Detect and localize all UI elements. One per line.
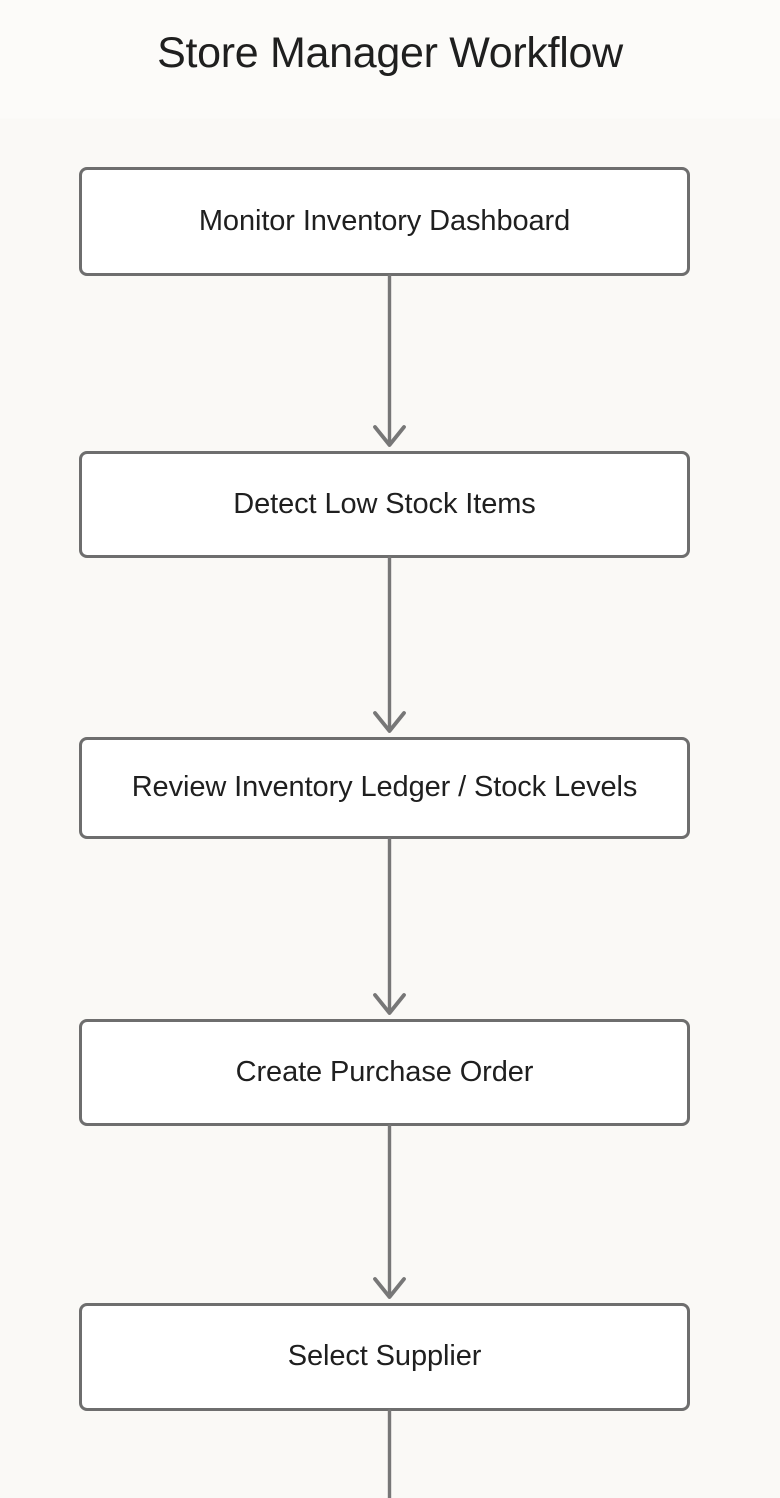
page-title: Store Manager Workflow <box>157 29 623 77</box>
flow-node-create-purchase-order[interactable]: Create Purchase Order <box>79 1019 690 1126</box>
flow-connector-1 <box>0 274 780 452</box>
flow-node-monitor-inventory-dashboard[interactable]: Monitor Inventory Dashboard <box>79 167 690 276</box>
flow-node-label: Create Purchase Order <box>235 1055 534 1088</box>
flow-connector-5-truncated <box>0 1409 780 1498</box>
flow-node-select-supplier[interactable]: Select Supplier <box>79 1303 690 1411</box>
flow-node-label: Detect Low Stock Items <box>233 487 536 520</box>
flow-node-label: Select Supplier <box>287 1340 482 1373</box>
flow-connector-4 <box>0 1124 780 1304</box>
flow-node-label: Monitor Inventory Dashboard <box>198 204 571 237</box>
arrowhead-down-icon <box>373 1277 406 1299</box>
arrowhead-down-icon <box>373 993 406 1015</box>
flow-connector-3 <box>0 837 780 1020</box>
flow-node-review-inventory-ledger[interactable]: Review Inventory Ledger / Stock Levels <box>79 737 690 839</box>
flow-node-label: Review Inventory Ledger / Stock Levels <box>131 771 638 804</box>
flow-connector-2 <box>0 556 780 738</box>
arrowhead-down-icon <box>373 711 406 733</box>
flow-node-detect-low-stock-items[interactable]: Detect Low Stock Items <box>79 451 690 558</box>
arrowhead-down-icon <box>373 425 406 447</box>
